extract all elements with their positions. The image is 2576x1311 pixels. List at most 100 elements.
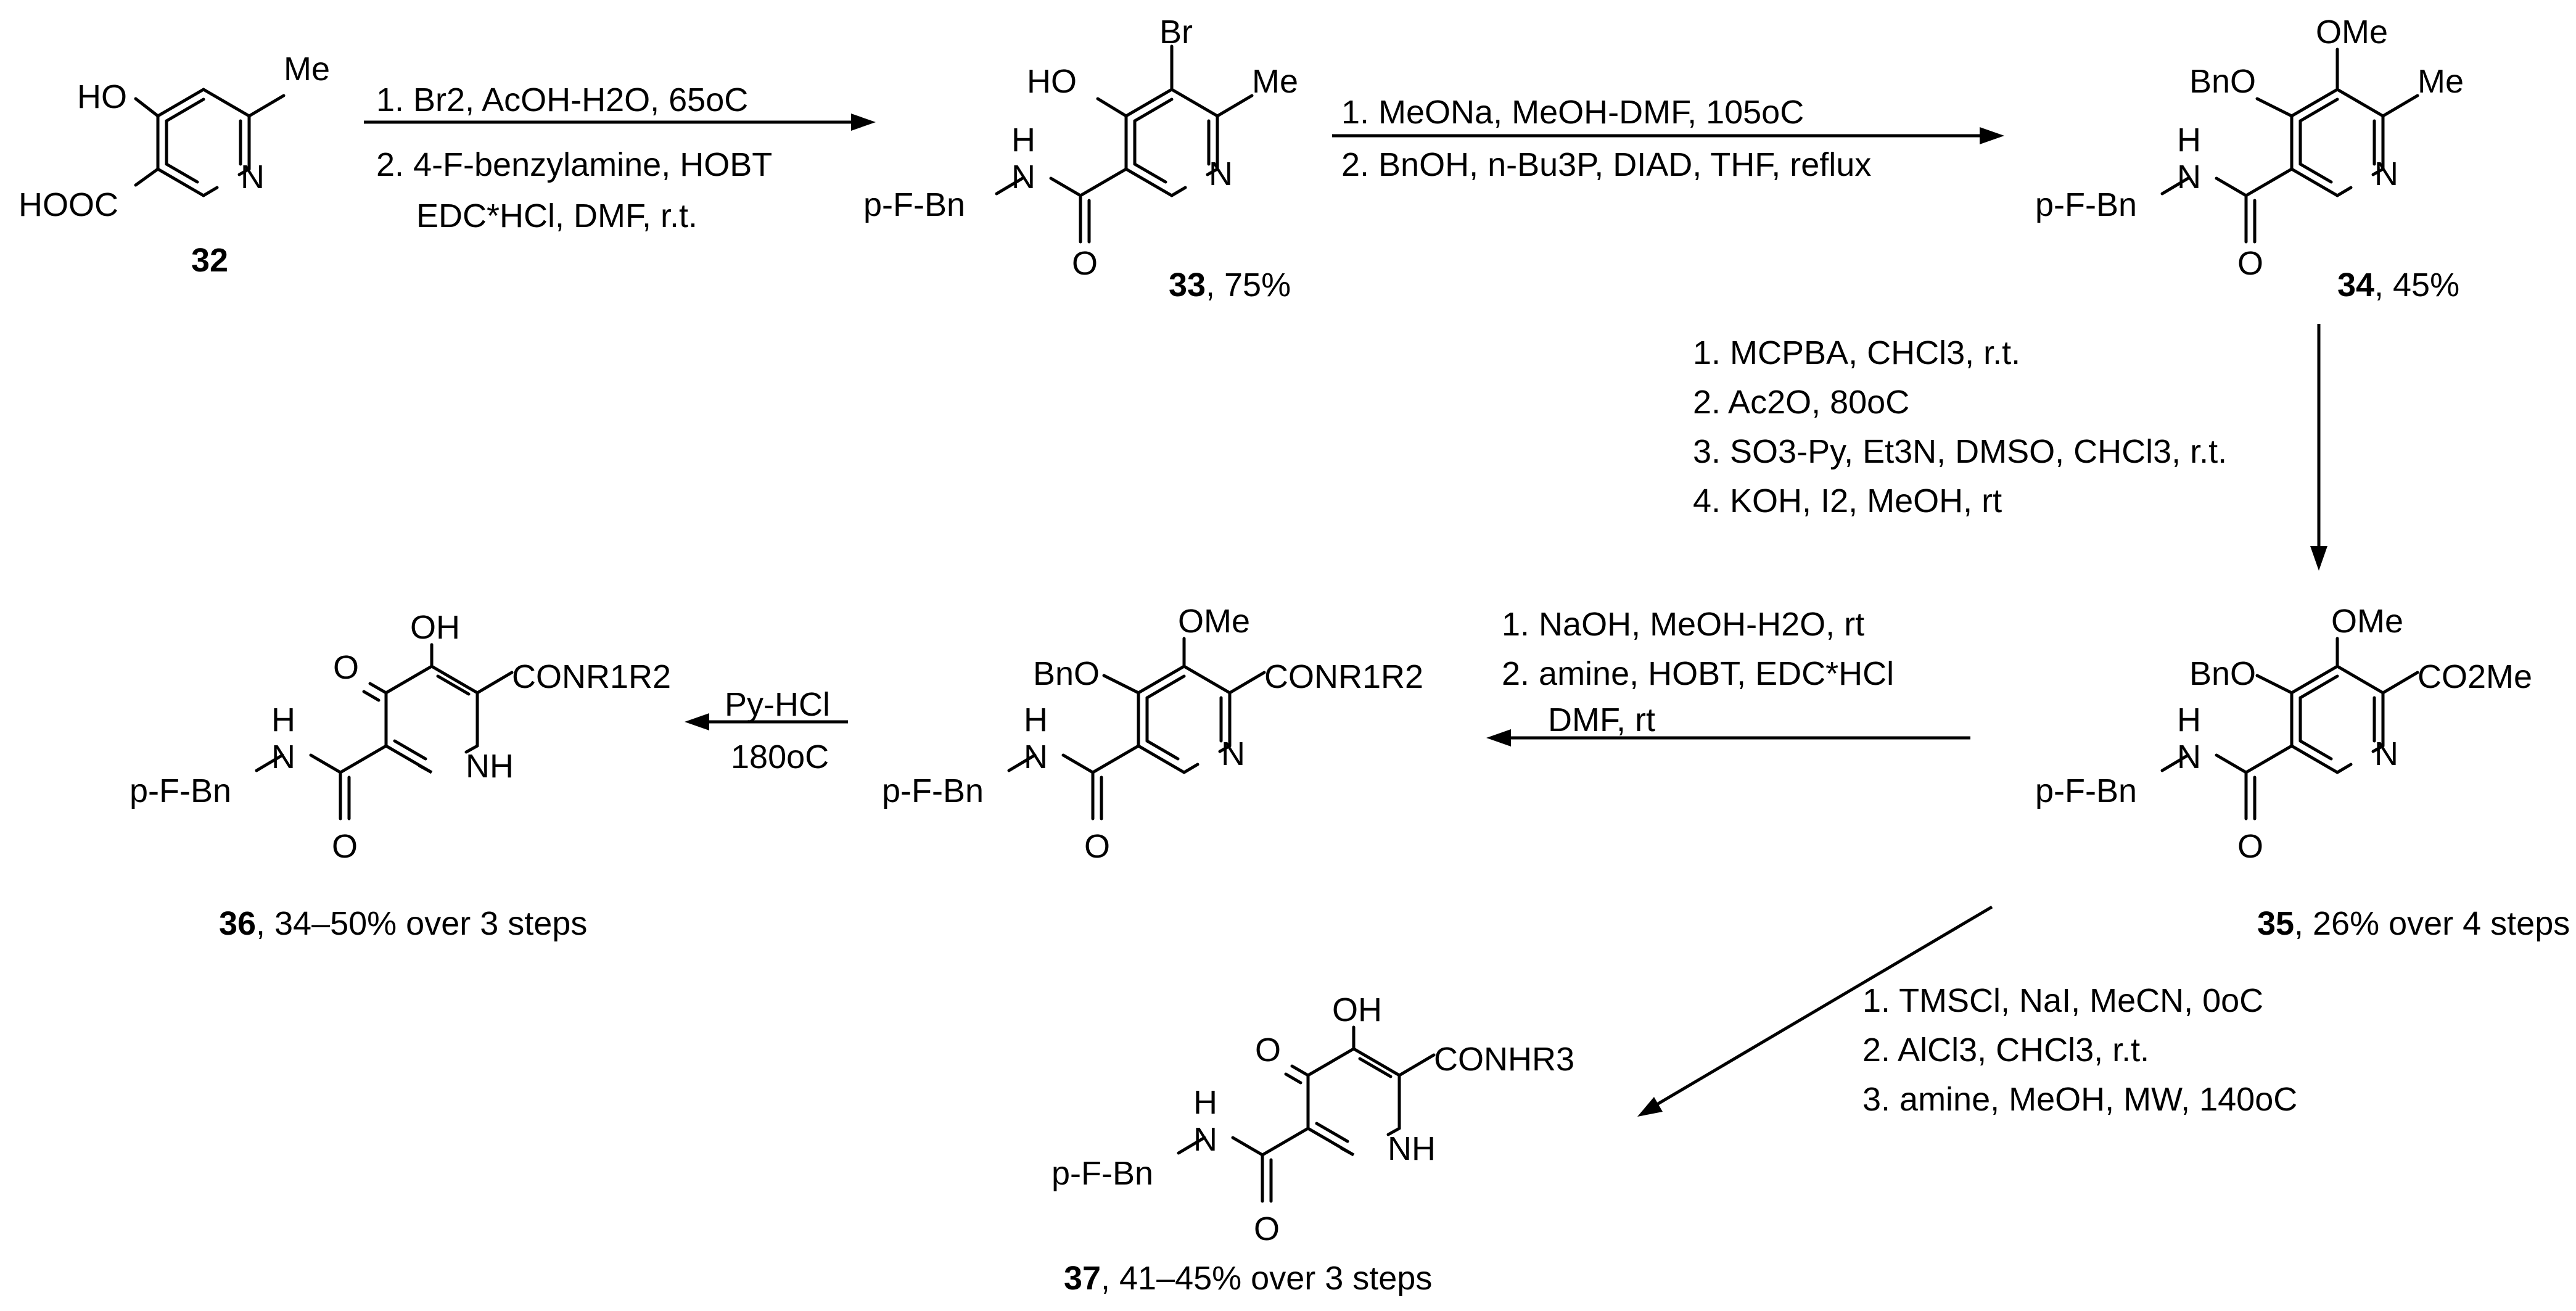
condition-line: 3. SO3-Py, Et3N, DMSO, CHCl3, r.t. [1693,433,2227,470]
hydroxyl-label: OH [1332,991,1382,1028]
amide-substituent-label: CONHR3 [1434,1041,1574,1078]
ketone-o-label: O [1255,1032,1281,1069]
condition-line: DMF, rt [1548,701,1655,738]
reaction-conditions-3: 1. MCPBA, CHCl3, r.t. 2. Ac2O, 80oC 3. S… [1693,334,2227,519]
amide-h-label: H [1011,122,1035,159]
reaction-conditions-6: 1. TMSCl, NaI, MeCN, 0oC 2. AlCl3, CHCl3… [1862,982,2297,1118]
methyl-label: Me [1252,63,1298,100]
condition-line: 1. MCPBA, CHCl3, r.t. [1693,334,2020,371]
compound-33: Br HO Me N H N p-F-Bn O 33 , 75% [863,14,1298,304]
ring-nitrogen-label: N [1209,155,1233,192]
condition-line: Py-HCl [725,686,830,723]
methyl-ester-label: CO2Me [2418,658,2532,695]
ring-nitrogen-label: N [2374,155,2398,192]
compound-32-label: 32 [191,242,228,279]
amide-h-label: H [271,701,295,738]
compound-36-yield: , 34–50% over 3 steps [256,905,587,942]
amide-n-label: N [1193,1121,1217,1158]
compound-35: OMe BnO CO2Me N H N p-F-Bn O 35 , 26% ov… [2035,603,2570,942]
reaction-arrow-4 [1486,729,1970,746]
substituent-label: p-F-Bn [2035,772,2137,809]
benzyloxy-label: BnO [2189,63,2256,100]
methyl-label: Me [2418,63,2464,100]
condition-line: 1. NaOH, MeOH-H2O, rt [1502,606,1864,643]
amide-substituent-label: CONR1R2 [1264,658,1423,695]
ring-nh-label: NH [1388,1130,1436,1167]
condition-line: 2. Ac2O, 80oC [1693,384,1909,421]
substituent-label: p-F-Bn [2035,186,2137,223]
reaction-arrow-1 [364,114,876,131]
compound-32: HO Me HOOC N 32 [19,51,330,279]
carbonyl-o-label: O [2237,828,2263,865]
compound-35-yield: , 26% over 4 steps [2294,905,2570,942]
ring-nitrogen-label: N [241,159,265,196]
methoxy-label: OMe [2316,14,2388,51]
compound-34: OMe BnO Me N H N p-F-Bn O 34 , 45% [2035,14,2464,304]
amide-h-label: H [2177,701,2201,738]
reaction-arrow-6 [1637,905,1993,1117]
amide-n-label: N [1011,159,1035,196]
compound-35-label: 35 [2257,905,2294,942]
compound-33-yield: , 75% [1206,267,1291,304]
condition-line: 2. BnOH, n-Bu3P, DIAD, THF, reflux [1341,146,1871,183]
substituent-label: p-F-Bn [130,772,231,809]
condition-line: 1. TMSCl, NaI, MeCN, 0oC [1862,982,2263,1019]
reaction-conditions-4: 1. NaOH, MeOH-H2O, rt 2. amine, HOBT, ED… [1502,606,1894,738]
substituent-label: p-F-Bn [1051,1155,1153,1192]
amide-n-label: N [2177,738,2201,775]
amide-intermediate: OMe BnO CONR1R2 N H N p-F-Bn O [882,603,1423,865]
condition-line: EDC*HCl, DMF, r.t. [416,197,697,234]
condition-line: 2. amine, HOBT, EDC*HCl [1502,655,1894,692]
carbonyl-o-label: O [1084,828,1110,865]
benzyloxy-label: BnO [2189,655,2256,692]
methoxy-label: OMe [1178,603,1250,640]
substituent-label: p-F-Bn [863,186,965,223]
ketone-o-label: O [333,649,359,686]
compound-34-label: 34 [2337,267,2374,304]
reaction-conditions-2: 1. MeONa, MeOH-DMF, 105oC 2. BnOH, n-Bu3… [1341,94,1871,183]
reaction-arrow-2 [1332,127,2004,144]
amide-h-label: H [1024,701,1048,738]
amide-h-label: H [1193,1084,1217,1121]
reaction-conditions-5: Py-HCl 180oC [725,686,830,775]
reaction-conditions-1: 1. Br2, AcOH-H2O, 65oC 2. 4-F-benzylamin… [376,81,772,234]
carbonyl-o-label: O [1254,1210,1280,1247]
ring-nh-label: NH [466,748,514,785]
ring-nitrogen-label: N [1221,735,1245,772]
carbonyl-o-label: O [2237,245,2263,282]
benzyloxy-label: BnO [1033,655,1100,692]
carbonyl-o-label: O [332,828,358,865]
carboxyl-label: HOOC [19,186,118,223]
bromo-label: Br [1159,14,1193,51]
methyl-label: Me [284,51,330,88]
compound-37-yield: , 41–45% over 3 steps [1101,1260,1432,1297]
carbonyl-o-label: O [1072,245,1098,282]
compound-37-label: 37 [1064,1260,1101,1297]
condition-line: 2. 4-F-benzylamine, HOBT [376,146,772,183]
amide-h-label: H [2177,122,2201,159]
condition-line: 4. KOH, I2, MeOH, rt [1693,482,2002,519]
hydroxyl-label: HO [77,78,127,115]
amide-n-label: N [2177,159,2201,196]
amide-substituent-label: CONR1R2 [512,658,671,695]
condition-line: 3. amine, MeOH, MW, 140oC [1862,1081,2297,1118]
condition-line: 1. MeONa, MeOH-DMF, 105oC [1341,94,1804,131]
hydroxyl-label: OH [410,609,460,646]
compound-36: OH O CONR1R2 NH H N p-F-Bn O 36 , 34–50%… [130,609,671,942]
condition-line: 1. Br2, AcOH-H2O, 65oC [376,81,748,118]
compound-36-label: 36 [219,905,256,942]
amide-n-label: N [271,738,295,775]
condition-line: 180oC [731,738,829,775]
ring-nitrogen-label: N [2374,735,2398,772]
condition-line: 2. AlCl3, CHCl3, r.t. [1862,1032,2149,1069]
reaction-arrow-3 [2310,324,2327,571]
methoxy-label: OMe [2331,603,2403,640]
compound-33-label: 33 [1169,267,1206,304]
compound-37: OH O CONHR3 NH H N p-F-Bn O 37 , 41–45% … [1051,991,1574,1297]
hydroxyl-label: HO [1027,63,1077,100]
compound-34-yield: , 45% [2374,267,2459,304]
reaction-arrow-5 [685,713,848,730]
substituent-label: p-F-Bn [882,772,984,809]
amide-n-label: N [1024,738,1048,775]
